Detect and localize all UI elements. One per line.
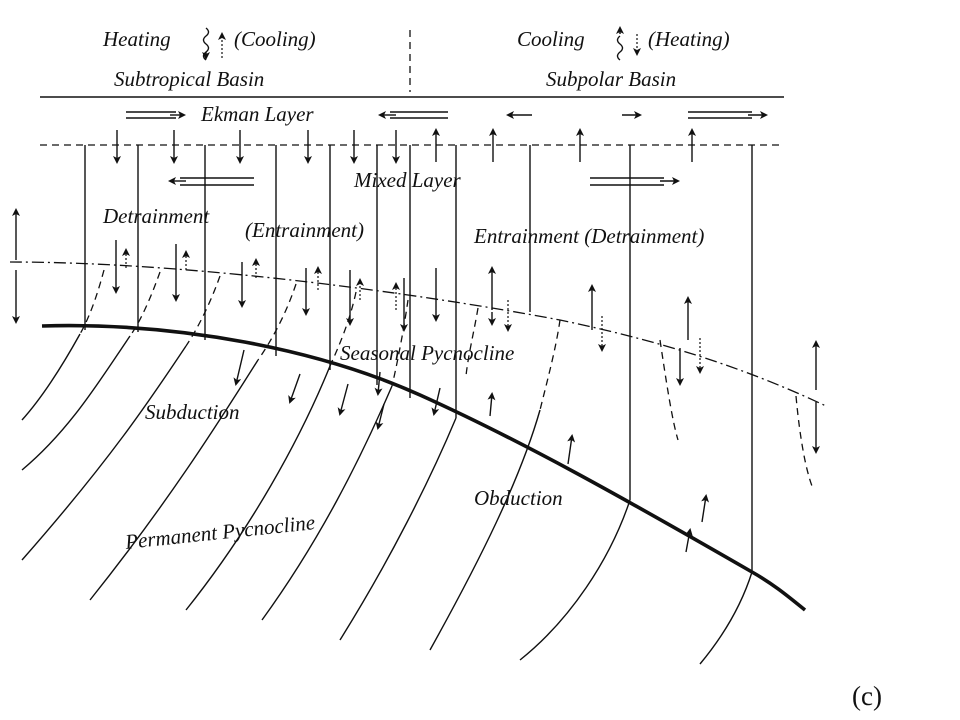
wavy-heat-arrow-right-icon <box>616 26 641 61</box>
seasonal-pycnocline-label: Seasonal Pycnocline <box>340 341 514 365</box>
subduction-arrows <box>233 349 441 430</box>
ekman-pumping-arrows <box>113 128 696 164</box>
permanent-pycnocline-streamlines <box>21 333 753 665</box>
entrainment-paren-label: (Entrainment) <box>245 218 364 242</box>
ekman-layer-label: Ekman Layer <box>200 102 314 126</box>
entrainment-detrainment-arrows <box>112 240 704 386</box>
mixed-layer-base-curve <box>41 323 807 612</box>
heating-label-left: Heating <box>102 27 171 51</box>
detrainment-label: Detrainment <box>102 204 210 228</box>
subpolar-basin-label: Subpolar Basin <box>546 67 676 91</box>
entrainment-detrainment-label: Entrainment (Detrainment) <box>473 224 704 248</box>
ekman-transport-arrows <box>126 111 768 119</box>
panel-label: (c) <box>852 681 882 711</box>
obduction-arrows <box>487 392 710 553</box>
subduction-label: Subduction <box>145 400 240 424</box>
seasonal-streamlines <box>79 269 813 487</box>
mixed-layer-label: Mixed Layer <box>353 168 462 192</box>
heating-label-right: (Heating) <box>648 27 730 51</box>
cooling-label-left: (Cooling) <box>234 27 316 51</box>
cooling-label-right: Cooling <box>517 27 585 51</box>
mixed-layer-verticals <box>84 145 753 572</box>
obduction-label: Obduction <box>474 486 563 510</box>
permanent-pycnocline-label: Permanent Pycnocline <box>123 510 316 554</box>
seasonal-pycnocline-curve <box>9 261 827 407</box>
mixed-layer-arrows <box>168 177 680 186</box>
subtropical-basin-label: Subtropical Basin <box>114 67 264 91</box>
wavy-heat-arrow-left-icon <box>202 27 226 61</box>
